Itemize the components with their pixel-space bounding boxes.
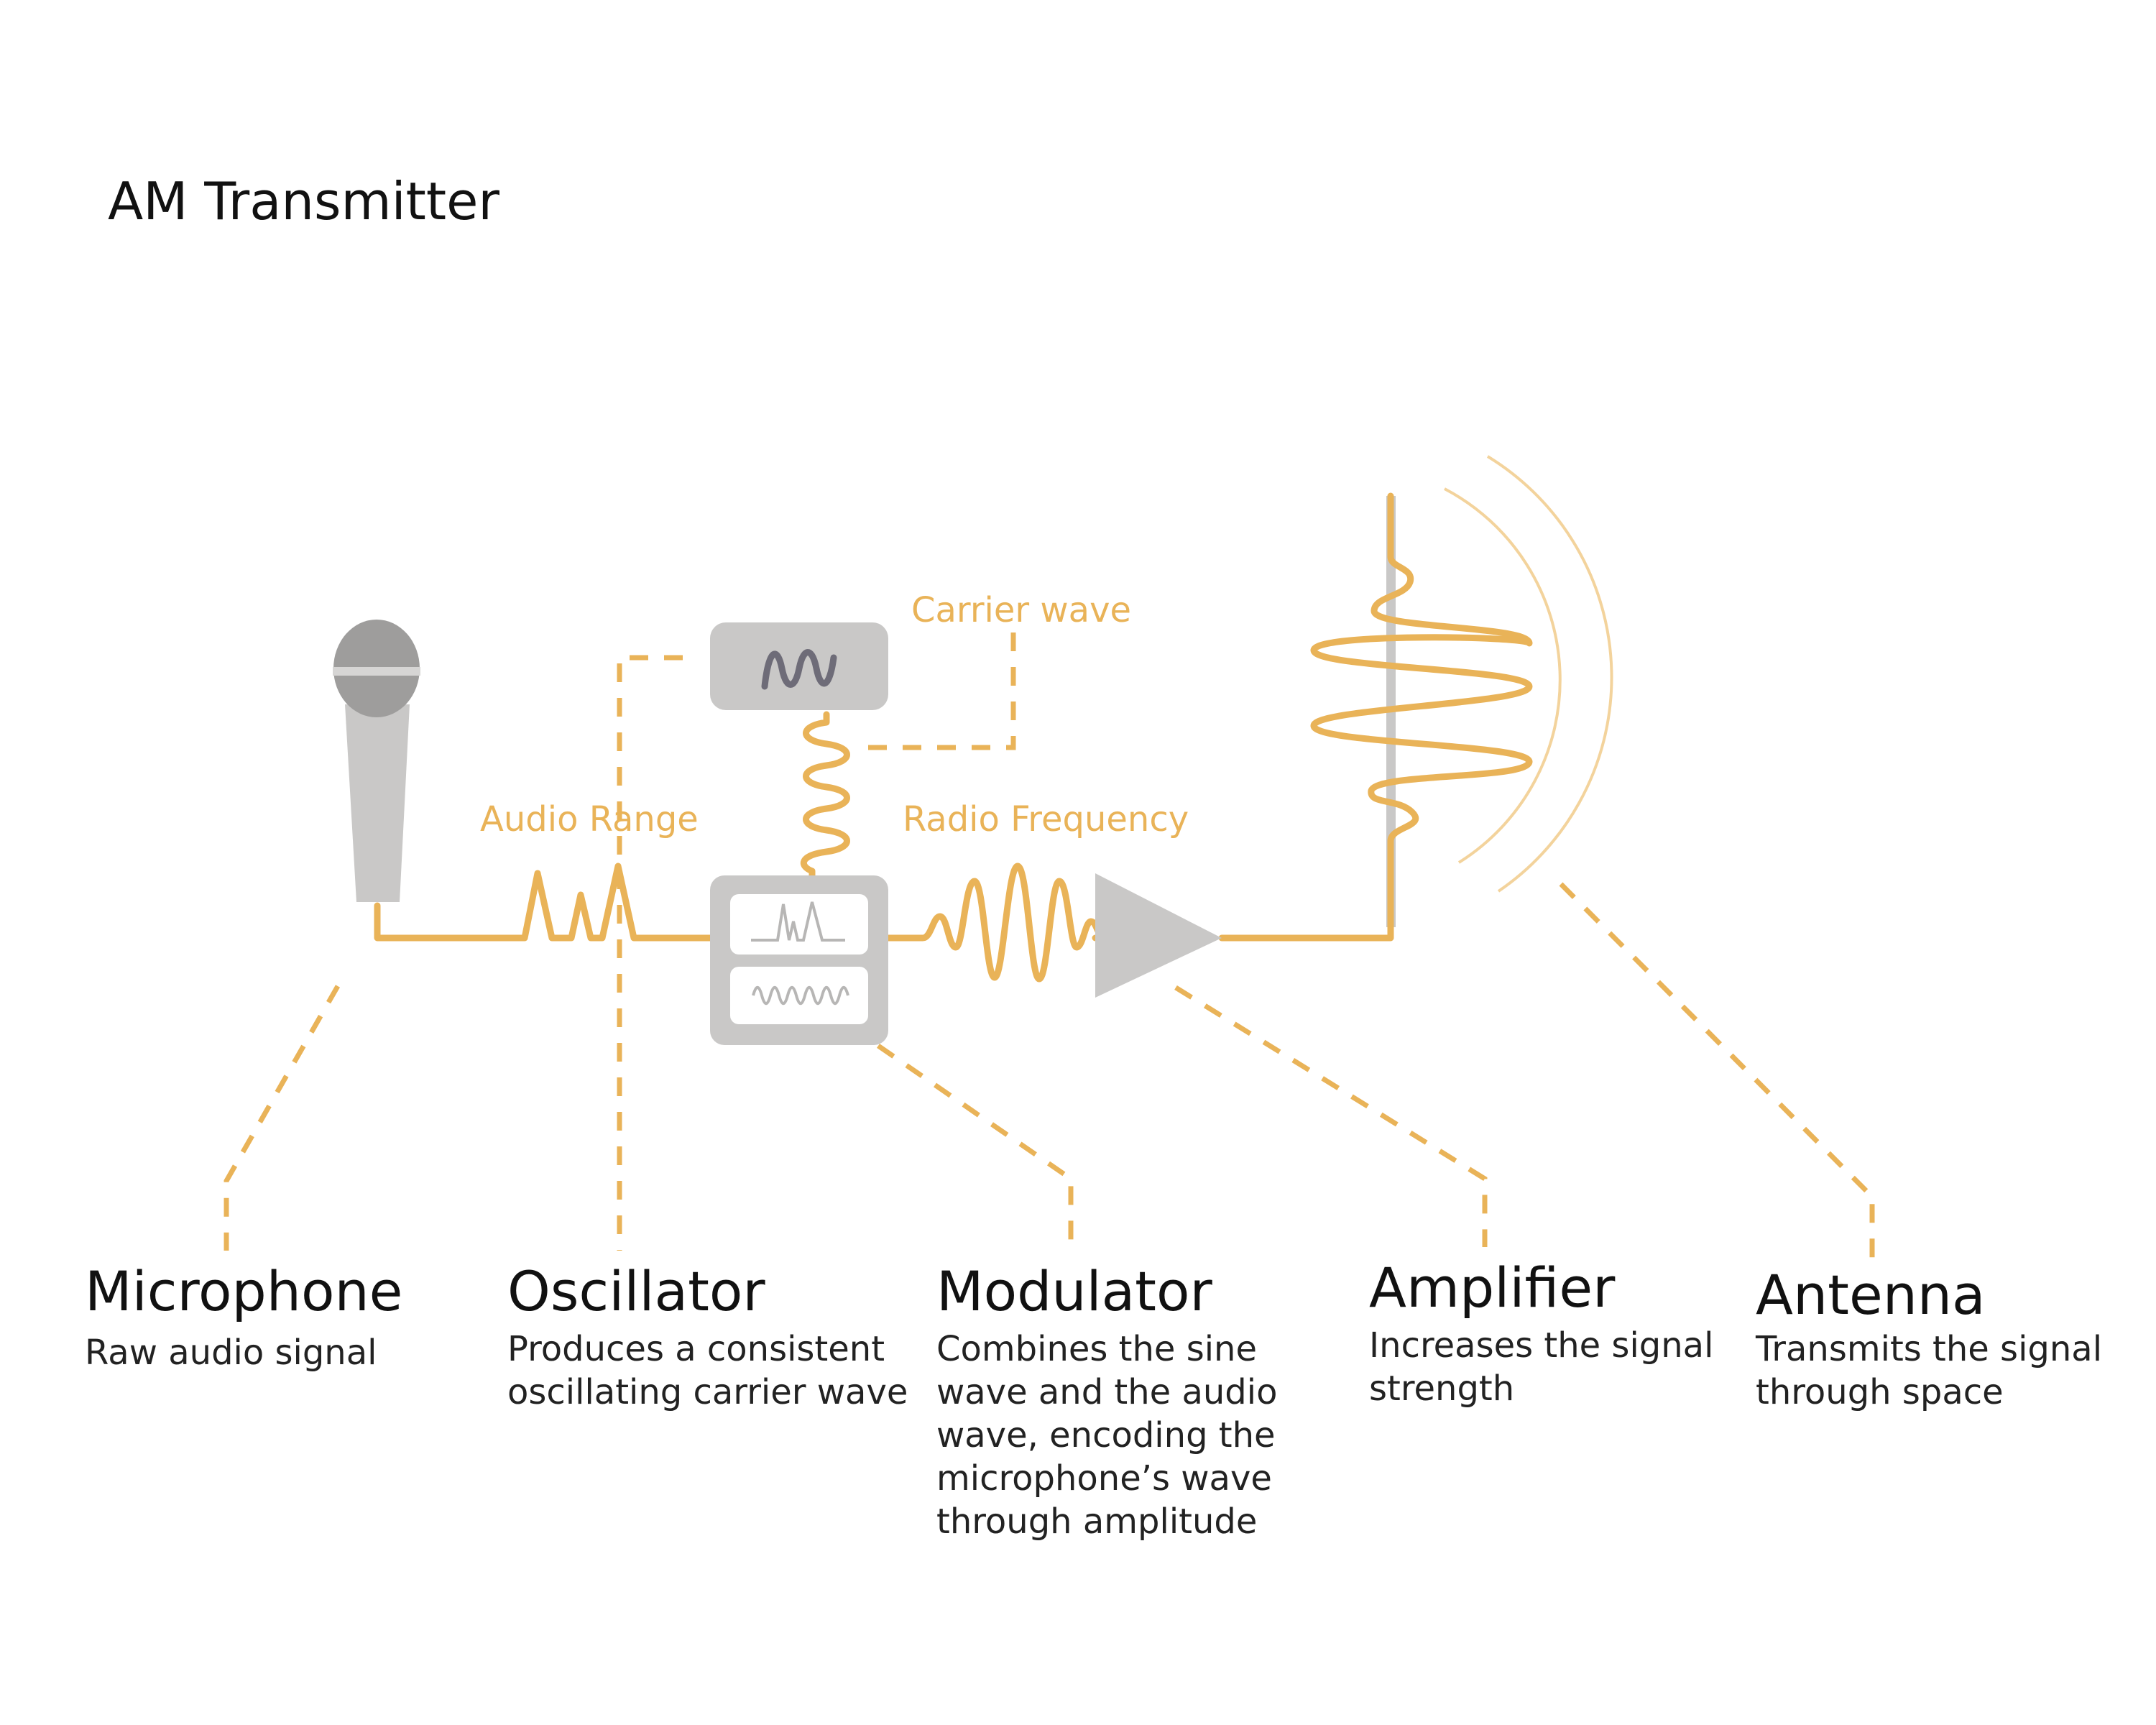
oscillator-leader-line <box>617 655 683 1251</box>
carrier-wave-coil <box>800 711 850 882</box>
amplifier-label: Amplifier Increases the signal strength <box>1369 1256 1713 1409</box>
component-description-line: Transmits the signal <box>1755 1329 2102 1369</box>
modulator-icon <box>710 875 888 1045</box>
carrier-wave-label: Carrier wave <box>911 590 1131 630</box>
component-name: Oscillator <box>507 1259 765 1323</box>
component-description-line: Raw audio signal <box>85 1333 377 1373</box>
component-description-line: strength <box>1369 1368 1514 1409</box>
oscillator-label: Oscillator Produces a consistent oscilla… <box>507 1259 908 1412</box>
microphone-leader-line <box>224 985 341 1251</box>
amplifier-output-wire <box>1218 920 1394 942</box>
antenna-broadcast-arc-inner <box>1444 487 1562 864</box>
carrier-wave-leader-line <box>857 632 1016 750</box>
component-description-line: oscillating carrier wave <box>507 1372 908 1412</box>
component-description-line: microphone’s wave <box>936 1458 1272 1499</box>
component-name: Modulator <box>936 1259 1212 1323</box>
diagram-title: AM Transmitter <box>108 171 499 231</box>
antenna-leader-line <box>1559 882 1875 1261</box>
microphone-icon <box>333 620 420 902</box>
amplifier-leader-line <box>1174 985 1488 1247</box>
antenna-signal-wave <box>1310 492 1533 931</box>
component-description-line: Combines the sine <box>936 1329 1257 1369</box>
component-name: Microphone <box>85 1259 402 1323</box>
component-description-line: through amplitude <box>936 1501 1257 1542</box>
antenna-broadcast-arc-outer <box>1486 455 1613 893</box>
component-description-line: wave, encoding the <box>936 1415 1276 1455</box>
component-description-line: through space <box>1756 1372 2004 1412</box>
microphone-label: Microphone Raw audio signal <box>85 1259 402 1373</box>
component-description-line: Produces a consistent <box>507 1329 885 1369</box>
component-description-line: Increases the signal <box>1369 1325 1713 1366</box>
oscillator-icon <box>710 622 888 710</box>
component-name: Amplifier <box>1369 1256 1616 1320</box>
component-name: Antenna <box>1756 1263 1986 1327</box>
audio-range-label: Audio Range <box>480 799 699 840</box>
component-description-line: wave and the audio <box>936 1372 1277 1412</box>
antenna-label: Antenna Transmits the signal through spa… <box>1755 1263 2102 1412</box>
audio-signal-wire <box>374 862 717 942</box>
radio-frequency-label: Radio Frequency <box>903 799 1189 840</box>
modulator-leader-line <box>877 1044 1074 1243</box>
modulator-label: Modulator Combines the sine wave and the… <box>936 1259 1277 1542</box>
radio-frequency-wire <box>885 862 1107 983</box>
amplifier-icon <box>1095 873 1222 998</box>
